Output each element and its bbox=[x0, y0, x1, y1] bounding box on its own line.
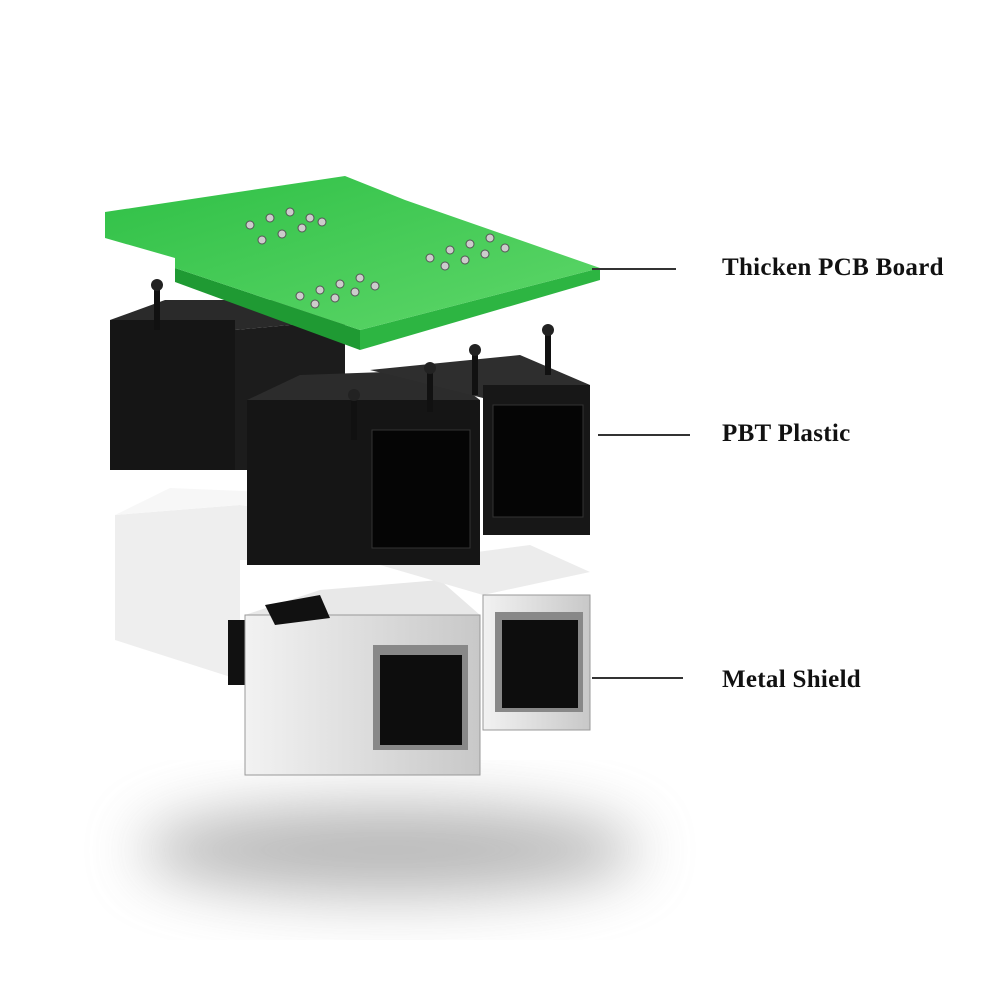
plastic-housing-front bbox=[247, 324, 590, 565]
floor-shadow bbox=[140, 805, 640, 895]
plastic-leader-line bbox=[598, 434, 690, 436]
plastic-housing-back bbox=[110, 279, 345, 470]
metal-shield-front bbox=[244, 545, 591, 776]
label-metal-shield: Metal Shield bbox=[722, 666, 862, 693]
pcb-board bbox=[105, 176, 600, 350]
label-pbt-plastic: PBT Plastic bbox=[722, 420, 851, 447]
shield-leader-line bbox=[592, 677, 683, 679]
pcb-leader-line bbox=[592, 268, 676, 270]
label-pcb-board: Thicken PCB Board bbox=[722, 254, 944, 281]
